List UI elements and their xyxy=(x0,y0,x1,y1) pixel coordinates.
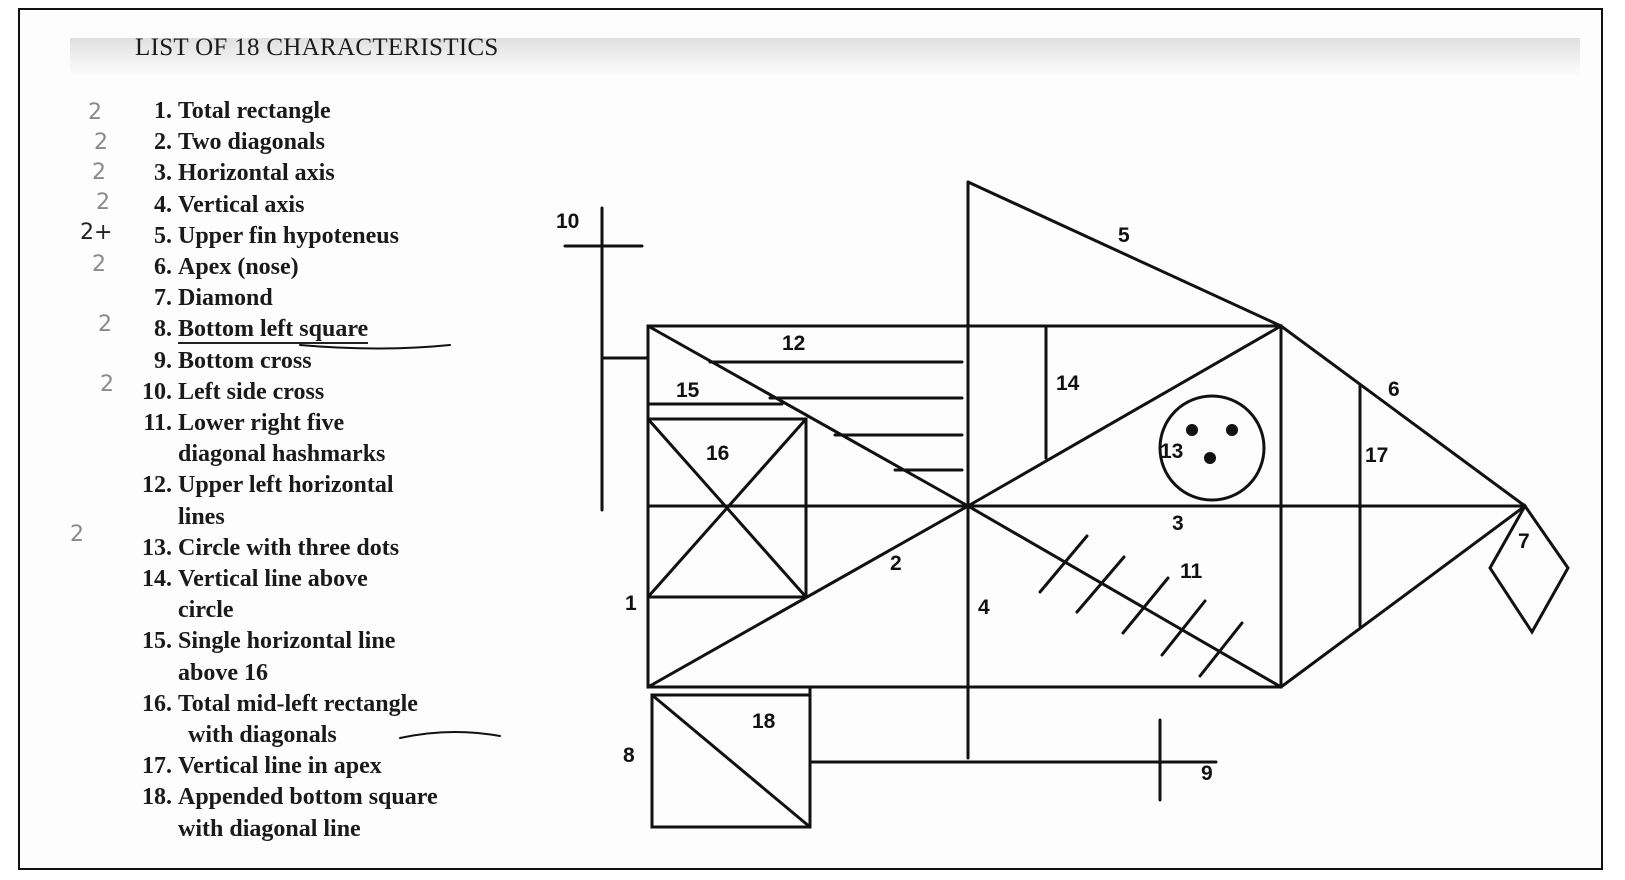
handwritten-marks: 2 2 2 2 2+ 2 2 2 2 xyxy=(70,96,140,556)
list-item: 7.Diamond xyxy=(154,285,273,312)
diagram-label: 1 xyxy=(625,592,637,615)
diagonal-line xyxy=(966,324,1283,508)
diagram-label: 11 xyxy=(1180,560,1203,583)
apex-line xyxy=(1279,504,1527,689)
circle xyxy=(1158,394,1266,502)
diagram-label: 16 xyxy=(706,442,729,465)
diagram-label: 4 xyxy=(978,596,990,619)
diagram-label: 6 xyxy=(1388,378,1400,401)
handwritten-mark: 2 xyxy=(70,522,84,547)
diagram-label: 2 xyxy=(890,552,902,575)
list-item: 4.Vertical axis xyxy=(154,191,305,218)
list-item: 17.Vertical line in apex xyxy=(142,753,382,780)
diagonal-line xyxy=(646,324,970,508)
hashmark xyxy=(1121,576,1170,635)
characteristics-list: 1.Total rectangle 2.Two diagonals 3.Hori… xyxy=(130,96,438,845)
handwritten-mark: 2 xyxy=(92,160,106,185)
dot xyxy=(1186,424,1198,436)
diagonal-line xyxy=(966,504,1283,689)
diagram-label: 15 xyxy=(676,379,700,402)
hashmark xyxy=(1198,621,1244,678)
apex-line xyxy=(1279,324,1527,508)
diagram-label: 5 xyxy=(1118,224,1130,247)
scan-shadow xyxy=(70,38,1580,76)
dot xyxy=(1226,424,1238,436)
diagonal-line xyxy=(646,504,970,689)
underline-stroke xyxy=(299,344,451,350)
diagram-label: 17 xyxy=(1365,444,1388,467)
list-item: 5.Upper fin hypoteneus xyxy=(154,222,399,249)
list-item: 1.Total rectangle xyxy=(154,98,331,124)
list-item: 13.Circle with three dots xyxy=(142,534,400,561)
handwritten-mark: 2 xyxy=(92,252,106,277)
handwritten-mark: 2+ xyxy=(80,220,113,245)
diagram-label: 10 xyxy=(556,210,579,233)
list-item: 9.Bottom cross xyxy=(154,347,312,374)
figure-title: LIST OF 18 CHARACTERISTICS xyxy=(135,34,499,61)
list-item: 6.Apex (nose) xyxy=(154,254,299,281)
underline-stroke xyxy=(399,730,501,739)
list-item: 2.Two diagonals xyxy=(154,129,325,156)
dot xyxy=(1204,452,1216,464)
list-item: 3.Horizontal axis xyxy=(154,160,335,187)
diagram-label: 12 xyxy=(782,332,805,355)
diamond xyxy=(1488,503,1570,635)
mid-left-rectangle xyxy=(646,417,808,599)
hashmark xyxy=(1160,599,1207,657)
diagram-label: 13 xyxy=(1160,440,1183,463)
handwritten-mark: 2 xyxy=(94,130,108,155)
handwritten-mark: 2 xyxy=(100,372,114,397)
diagram-label: 9 xyxy=(1201,762,1213,785)
mid-left-diagonal xyxy=(646,417,808,599)
handwritten-mark: 2 xyxy=(88,100,102,125)
diagram-label: 14 xyxy=(1056,372,1080,395)
appended-square-diagonal xyxy=(650,693,812,829)
diagram-label: 8 xyxy=(623,744,635,767)
diagram-label: 7 xyxy=(1518,530,1530,553)
list-item: 10.Left side cross xyxy=(142,378,325,405)
diagram-label: 3 xyxy=(1172,512,1184,535)
diagram-label: 18 xyxy=(752,710,776,733)
list-item: 8.Bottom left square xyxy=(154,316,369,345)
handwritten-mark: 2 xyxy=(98,312,112,337)
handwritten-mark: 2 xyxy=(96,190,110,215)
hashmark xyxy=(1075,555,1126,614)
upper-fin-hypotenuse xyxy=(966,180,1283,328)
hashmark xyxy=(1038,534,1089,594)
